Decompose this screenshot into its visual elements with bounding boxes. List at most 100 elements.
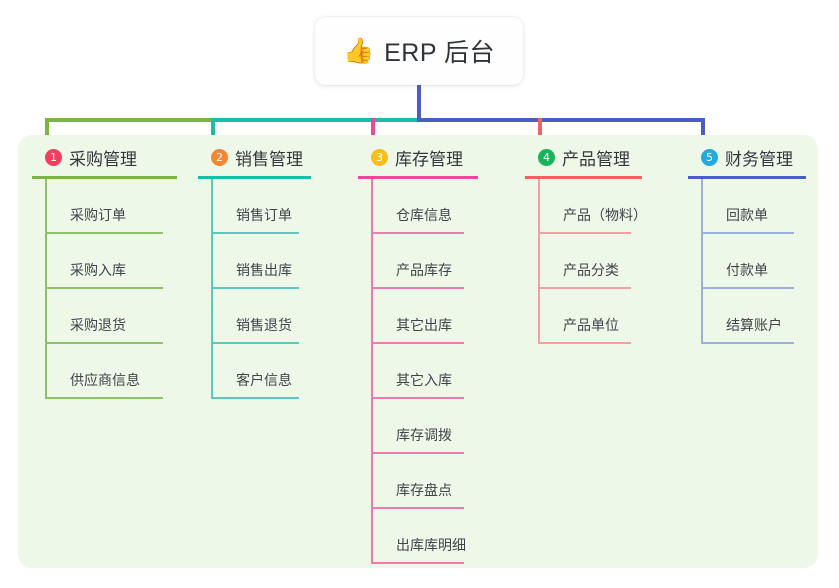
leaf-item[interactable]: 供应商信息	[45, 344, 182, 399]
leaf-rule	[371, 562, 464, 564]
leaf-list: 销售订单销售出库销售退货客户信息	[198, 179, 318, 399]
leaf-item[interactable]: 产品（物料）	[538, 179, 650, 234]
category-title: 销售管理	[235, 149, 303, 169]
connector-hbar-mid	[211, 118, 419, 122]
category-header-销售管理[interactable]: 2 销售管理	[198, 145, 318, 169]
leaf-rule	[211, 342, 299, 344]
leaf-rule	[371, 287, 464, 289]
leaf-rule	[701, 232, 794, 234]
leaf-rule	[211, 397, 299, 399]
leaf-item[interactable]: 库存盘点	[371, 454, 483, 509]
leaf-rule	[371, 342, 464, 344]
leaf-item[interactable]: 其它出库	[371, 289, 483, 344]
leaf-item[interactable]: 付款单	[701, 234, 813, 289]
category-header-rule	[688, 176, 806, 179]
leaf-spine	[701, 179, 703, 234]
leaf-spine	[371, 454, 373, 509]
category-title: 库存管理	[395, 149, 463, 169]
leaf-label: 其它入库	[396, 372, 452, 388]
leaf-rule	[701, 342, 794, 344]
leaf-rule	[371, 397, 464, 399]
thumbs-up-icon: 👍	[342, 36, 375, 65]
leaf-item[interactable]: 产品单位	[538, 289, 650, 344]
leaf-rule	[45, 232, 163, 234]
leaf-spine	[371, 289, 373, 344]
leaf-label: 库存调拨	[396, 427, 452, 443]
leaf-spine	[538, 289, 540, 344]
leaf-label: 采购订单	[70, 207, 126, 223]
leaf-label: 销售退货	[236, 317, 292, 333]
leaf-list: 采购订单采购入库采购退货供应商信息	[32, 179, 182, 399]
leaf-label: 回款单	[726, 207, 768, 223]
leaf-spine	[371, 179, 373, 234]
category-column-销售管理: 2 销售管理销售订单销售出库销售退货客户信息	[198, 145, 318, 399]
leaf-item[interactable]: 仓库信息	[371, 179, 483, 234]
leaf-item[interactable]: 销售出库	[211, 234, 318, 289]
category-column-财务管理: 5 财务管理回款单付款单结算账户	[688, 145, 813, 344]
connector-hbar-left	[45, 118, 213, 122]
diagram-panel	[18, 135, 818, 568]
leaf-spine	[371, 509, 373, 564]
leaf-label: 采购退货	[70, 317, 126, 333]
leaf-item[interactable]: 产品库存	[371, 234, 483, 289]
category-header-库存管理[interactable]: 3 库存管理	[358, 145, 483, 169]
leaf-label: 销售出库	[236, 262, 292, 278]
leaf-label: 供应商信息	[70, 372, 140, 388]
category-header-rule	[198, 176, 311, 179]
category-header-rule	[32, 176, 177, 179]
category-number-badge: 5	[701, 148, 718, 166]
category-number-badge: 2	[211, 148, 228, 166]
leaf-item[interactable]: 采购入库	[45, 234, 182, 289]
category-title: 财务管理	[725, 149, 793, 169]
leaf-item[interactable]: 回款单	[701, 179, 813, 234]
leaf-item[interactable]: 客户信息	[211, 344, 318, 399]
leaf-label: 销售订单	[236, 207, 292, 223]
category-header-财务管理[interactable]: 5 财务管理	[688, 145, 813, 169]
leaf-item[interactable]: 其它入库	[371, 344, 483, 399]
leaf-item[interactable]: 出库库明细	[371, 509, 483, 564]
leaf-spine	[371, 344, 373, 399]
leaf-rule	[45, 397, 163, 399]
leaf-label: 采购入库	[70, 262, 126, 278]
leaf-item[interactable]: 采购退货	[45, 289, 182, 344]
leaf-rule	[538, 287, 631, 289]
leaf-rule	[45, 287, 163, 289]
leaf-spine	[371, 234, 373, 289]
root-node-card[interactable]: 👍 ERP 后台	[315, 17, 523, 85]
leaf-item[interactable]: 销售订单	[211, 179, 318, 234]
leaf-label: 出库库明细	[396, 537, 466, 553]
connector-root-stem	[417, 85, 421, 118]
leaf-spine	[45, 234, 47, 289]
leaf-spine	[211, 179, 213, 234]
leaf-label: 仓库信息	[396, 207, 452, 223]
leaf-rule	[701, 287, 794, 289]
leaf-item[interactable]: 结算账户	[701, 289, 813, 344]
leaf-spine	[45, 344, 47, 399]
leaf-label: 其它出库	[396, 317, 452, 333]
category-column-库存管理: 3 库存管理仓库信息产品库存其它出库其它入库库存调拨库存盘点出库库明细	[358, 145, 483, 564]
leaf-rule	[371, 232, 464, 234]
leaf-item[interactable]: 采购订单	[45, 179, 182, 234]
leaf-rule	[538, 232, 631, 234]
leaf-label: 产品（物料）	[563, 207, 647, 223]
leaf-spine	[538, 234, 540, 289]
leaf-item[interactable]: 销售退货	[211, 289, 318, 344]
category-header-rule	[358, 176, 478, 179]
leaf-spine	[211, 344, 213, 399]
leaf-label: 产品单位	[563, 317, 619, 333]
leaf-item[interactable]: 产品分类	[538, 234, 650, 289]
leaf-rule	[538, 342, 631, 344]
leaf-rule	[371, 452, 464, 454]
leaf-rule	[371, 507, 464, 509]
category-number-badge: 3	[371, 148, 388, 166]
leaf-spine	[701, 234, 703, 289]
leaf-spine	[45, 289, 47, 344]
category-title: 产品管理	[562, 149, 630, 169]
connector-hbar-right	[417, 118, 705, 122]
category-title: 采购管理	[69, 149, 137, 169]
leaf-item[interactable]: 库存调拨	[371, 399, 483, 454]
leaf-spine	[45, 179, 47, 234]
